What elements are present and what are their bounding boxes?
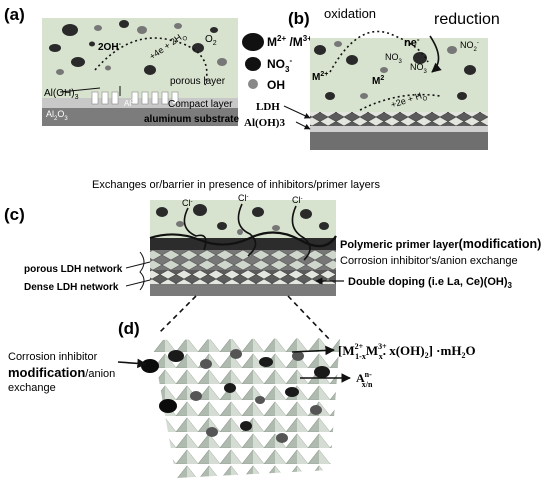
electron-label: ne- xyxy=(404,35,420,49)
cl-ion-1: Cl- xyxy=(182,198,193,208)
particles-b xyxy=(314,41,476,100)
panel-c-tag: (c) xyxy=(4,205,25,224)
zoom-line-left xyxy=(159,295,197,333)
panel-c-caption: Exchanges or/barrier in presence of inhi… xyxy=(92,179,380,191)
interlayer-anions xyxy=(141,349,330,443)
formula-pointer xyxy=(291,345,335,356)
substrate-c xyxy=(150,284,336,296)
reaction-b: +2e + HO xyxy=(390,89,429,113)
inhibitor-label-1: Corrosion inhibitor xyxy=(8,351,98,363)
cl-ion-2: Cl- xyxy=(238,193,249,203)
substrate-label: aluminum substrate xyxy=(144,114,239,125)
al3-label: Al3+ xyxy=(124,99,138,108)
primer-layer-label: Polymeric primer layer(modification) xyxy=(340,237,541,251)
inhibitor-label-2: modification/anion xyxy=(8,365,115,380)
porous-ldh-label: porous LDH network xyxy=(24,264,123,275)
particles-a xyxy=(49,20,227,75)
ldh-pointer xyxy=(283,105,311,119)
aloh-layer-b xyxy=(310,126,488,132)
m2-label-b-1: M2+ xyxy=(312,71,328,83)
primer-layer-c xyxy=(150,238,336,250)
compact-layer-label: Compact layer xyxy=(168,99,233,110)
layer-brace xyxy=(139,251,145,291)
no2-label: NO2- xyxy=(460,40,479,53)
dense-ldh-label: Dense LDH network xyxy=(24,282,119,293)
no3-b-2: NO3 xyxy=(410,62,428,75)
inhibitor-exchange-label: Corrosion inhibitor's/anion exchange xyxy=(340,255,518,267)
porous-pointer xyxy=(125,261,151,269)
legend-oh-label: OH xyxy=(267,78,285,92)
m2-label-b-2: M2 xyxy=(372,75,384,87)
anion-label: An-x/n xyxy=(356,370,373,389)
reduction-label: reduction xyxy=(434,11,500,28)
panel-d-tag: (d) xyxy=(118,319,140,338)
legend-metal-label: M2+ /M3+ xyxy=(267,34,312,49)
ldh-label: LDH xyxy=(256,101,280,113)
zoom-line-right xyxy=(287,295,331,341)
panel-d: (d) Corrosion inhibitor modification/ani… xyxy=(8,295,476,478)
inhibitor-pointer xyxy=(117,358,147,369)
aloh-label-a: Al(OH)3 xyxy=(44,88,79,101)
no3-b-1: NO3 xyxy=(385,52,403,65)
compact-layer-a xyxy=(42,98,238,108)
aloh-label-b: Al(OH)3 xyxy=(244,117,285,129)
ldh-structure xyxy=(152,338,340,478)
aloh-leader xyxy=(59,87,101,93)
porous-columns xyxy=(91,91,179,105)
ldh-formula: [M2+1-xM3+x. x(OH)2] ·mH2O xyxy=(338,342,476,361)
porous-layer-label: porous layer xyxy=(170,76,226,87)
legend-metal-marker xyxy=(242,33,264,51)
primer-boundary xyxy=(149,231,337,248)
porous-ldh-c xyxy=(150,250,336,270)
dense-ldh-c xyxy=(150,270,336,284)
double-doping-label: Double doping (i.e La, Ce)(OH)3 xyxy=(348,276,513,290)
legend-no3-marker xyxy=(245,57,261,71)
oxidation-label: oxidation xyxy=(324,6,376,21)
substrate-b xyxy=(310,132,488,150)
legend-oh-marker xyxy=(248,79,258,89)
dense-pointer xyxy=(125,279,151,287)
panel-b: (b) oxidation reduction ne- NO3 NO3 NO2-… xyxy=(244,6,500,150)
aloh-pointer xyxy=(295,121,311,130)
legend-no3-label: NO3- xyxy=(267,56,292,74)
reaction-path-a xyxy=(94,37,208,86)
legend: M2+ /M3+ NO3- OH xyxy=(242,33,312,92)
o2-label: O2 xyxy=(205,34,217,47)
panel-a: (a) 2OH- O2 +4e + 2HO porous layer Al(OH… xyxy=(4,5,239,126)
panel-b-tag: (b) xyxy=(288,9,310,28)
particles-c xyxy=(156,204,329,235)
ldh-layer-b xyxy=(310,112,488,126)
aluminum-substrate-a xyxy=(42,108,238,126)
panel-c: Exchanges or/barrier in presence of inhi… xyxy=(4,179,541,296)
ion-2oh: 2OH- xyxy=(98,41,122,53)
cl-ion-3: Cl- xyxy=(292,195,303,205)
al2o3-label: Al2O3 xyxy=(46,109,68,122)
electrolyte-c xyxy=(150,200,336,240)
inhibitor-label-3: exchange xyxy=(8,382,56,394)
chloride-paths xyxy=(183,203,311,261)
panel-a-tag: (a) xyxy=(4,5,25,24)
reduction-arrow xyxy=(429,35,442,73)
